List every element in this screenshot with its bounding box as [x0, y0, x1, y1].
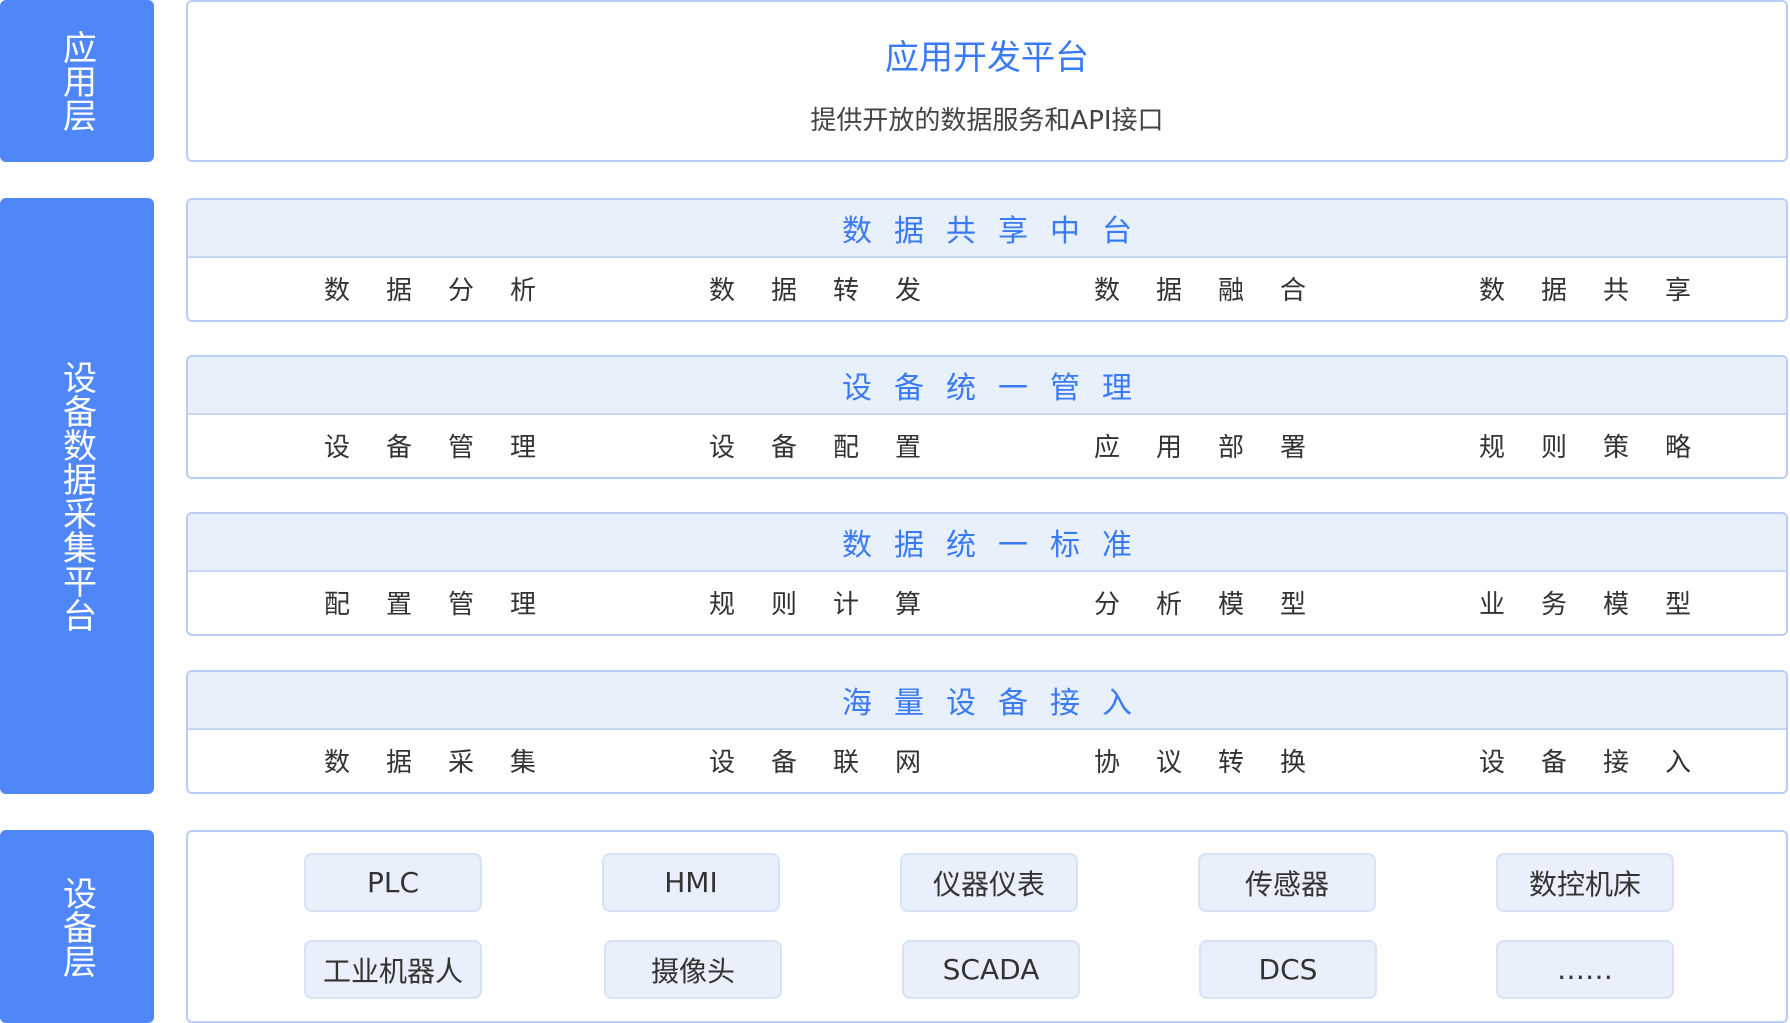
module-item: 协议转换 — [1094, 747, 1343, 778]
device-chip: HMI — [602, 853, 780, 912]
device-chip: …… — [1496, 940, 1674, 999]
module-device-management: 设备统一管理 设备管理 设备配置 应用部署 规则策略 — [186, 355, 1788, 479]
module-item: 数据共享 — [1479, 275, 1728, 306]
device-chip: 数控机床 — [1496, 853, 1674, 912]
module-item: 业务模型 — [1479, 589, 1728, 620]
module-item: 数据转发 — [709, 275, 958, 306]
module-item: 数据采集 — [324, 747, 573, 778]
module-title: 设备统一管理 — [188, 357, 1786, 415]
module-item: 数据分析 — [324, 275, 573, 306]
module-device-access: 海量设备接入 数据采集 设备联网 协议转换 设备接入 — [186, 670, 1788, 794]
module-item: 设备接入 — [1479, 747, 1728, 778]
device-chip: 仪器仪表 — [900, 853, 1078, 912]
module-title: 海量设备接入 — [188, 672, 1786, 730]
module-item: 设备联网 — [709, 747, 958, 778]
module-item: 规则计算 — [709, 589, 958, 620]
app-platform-box: 应用开发平台 提供开放的数据服务和API接口 — [186, 0, 1788, 162]
module-items: 设备管理 设备配置 应用部署 规则策略 — [188, 415, 1786, 475]
device-chip: PLC — [304, 853, 482, 912]
module-title: 数据共享中台 — [188, 200, 1786, 258]
device-chip: 摄像头 — [604, 940, 782, 999]
module-items: 数据分析 数据转发 数据融合 数据共享 — [188, 258, 1786, 318]
app-platform-subtitle: 提供开放的数据服务和API接口 — [810, 106, 1164, 136]
module-data-sharing: 数据共享中台 数据分析 数据转发 数据融合 数据共享 — [186, 198, 1788, 322]
module-item: 应用部署 — [1094, 432, 1343, 463]
module-item: 分析模型 — [1094, 589, 1343, 620]
layer-label-app: 应用层 — [0, 0, 154, 162]
module-data-standard: 数据统一标准 配置管理 规则计算 分析模型 业务模型 — [186, 512, 1788, 636]
module-item: 设备管理 — [324, 432, 573, 463]
layer-label-platform: 设备数据采集平台 — [0, 198, 154, 794]
device-chip: SCADA — [902, 940, 1080, 999]
device-chip: DCS — [1199, 940, 1377, 999]
app-platform-title: 应用开发平台 — [885, 38, 1089, 78]
module-title: 数据统一标准 — [188, 514, 1786, 572]
module-item: 数据融合 — [1094, 275, 1343, 306]
module-items: 数据采集 设备联网 协议转换 设备接入 — [188, 730, 1786, 790]
layer-label-device: 设备层 — [0, 830, 154, 1023]
module-item: 规则策略 — [1479, 432, 1728, 463]
device-chip: 工业机器人 — [304, 940, 482, 999]
module-item: 配置管理 — [324, 589, 573, 620]
device-layer-box: PLC HMI 仪器仪表 传感器 数控机床 工业机器人 摄像头 SCADA DC… — [186, 830, 1788, 1023]
module-items: 配置管理 规则计算 分析模型 业务模型 — [188, 572, 1786, 632]
device-chip: 传感器 — [1198, 853, 1376, 912]
module-item: 设备配置 — [709, 432, 958, 463]
